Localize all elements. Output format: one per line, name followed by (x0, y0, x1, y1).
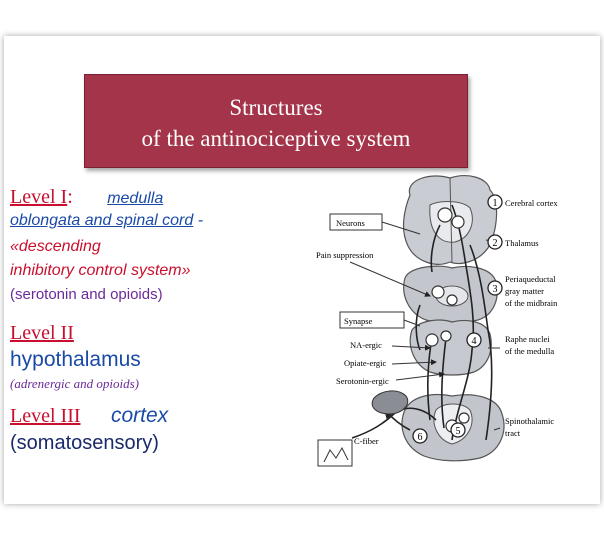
level-1-system-line-2: inhibitory control system» (10, 262, 191, 279)
label-pain-suppression: Pain suppression (316, 250, 374, 260)
numbered-markers (412, 194, 503, 444)
marker-1: 1 (493, 198, 498, 209)
level-1-label: Level I (10, 186, 68, 208)
level-3-label: Level III (10, 405, 81, 427)
receptor-box (317, 439, 353, 467)
title-line-1: Structures (229, 95, 323, 120)
label-opiate-ergic: Opiate-ergic (344, 358, 387, 368)
level-3-structure: cortex (110, 404, 169, 427)
dorsal-root-ganglion (371, 390, 409, 415)
label-thalamus: Thalamus (505, 238, 539, 248)
label-pag-line-2: gray matter (505, 286, 544, 296)
level-1-structure-part-1: medulla (107, 190, 164, 207)
marker-2: 2 (493, 238, 498, 249)
label-raphe-line-1: Raphe nuclei (505, 334, 550, 344)
level-3-area-end: ) (152, 432, 159, 454)
level-3-area: (somatosensory (10, 432, 153, 454)
label-serotonin-ergic: Serotonin-ergic (336, 376, 389, 386)
label-na-ergic: NA-ergic (350, 340, 382, 350)
marker-4: 4 (472, 336, 477, 347)
label-cortex: Cerebral cortex (505, 198, 558, 208)
label-pag-line-3: of the midbrain (505, 298, 558, 308)
level-3-line-1: Level III cortex (10, 404, 168, 428)
level-2-mediators: (adrenergic and opioids) (10, 376, 140, 391)
marker-6: 6 (418, 432, 423, 443)
level-1-line-1: Level I: medulla (10, 186, 163, 209)
level-1-line-2: oblongata and spinal cord - (10, 212, 203, 230)
label-boxes (329, 213, 421, 329)
level-1-colon: : (67, 186, 73, 208)
level-1-structure-part-2: oblongata and spinal cord (10, 212, 194, 229)
label-spinothalamic-line-2: tract (505, 428, 521, 438)
label-synapse: Synapse (344, 316, 373, 326)
label-raphe-line-2: of the medulla (505, 346, 554, 356)
level-1-mediators: (serotonin and opioids) (10, 286, 163, 303)
marker-3: 3 (493, 284, 498, 295)
level-1-dash: - (193, 212, 204, 229)
label-c-fiber: C-fiber (354, 436, 379, 446)
level-2-structure: hypothalamus (10, 348, 141, 371)
level-2-label: Level II (10, 322, 74, 344)
label-spinothalamic-line-1: Spinothalamic (505, 416, 554, 426)
label-neurons: Neurons (336, 218, 365, 228)
level-3-line-2: (somatosensory) (10, 432, 159, 455)
marker-5: 5 (456, 426, 461, 437)
level-1-system-line-1: «descending (10, 238, 101, 255)
label-pag-line-1: Periaqueductal (505, 274, 556, 284)
title-banner: Structures of the antinociceptive system (84, 74, 468, 168)
title-line-2: of the antinociceptive system (141, 126, 411, 151)
